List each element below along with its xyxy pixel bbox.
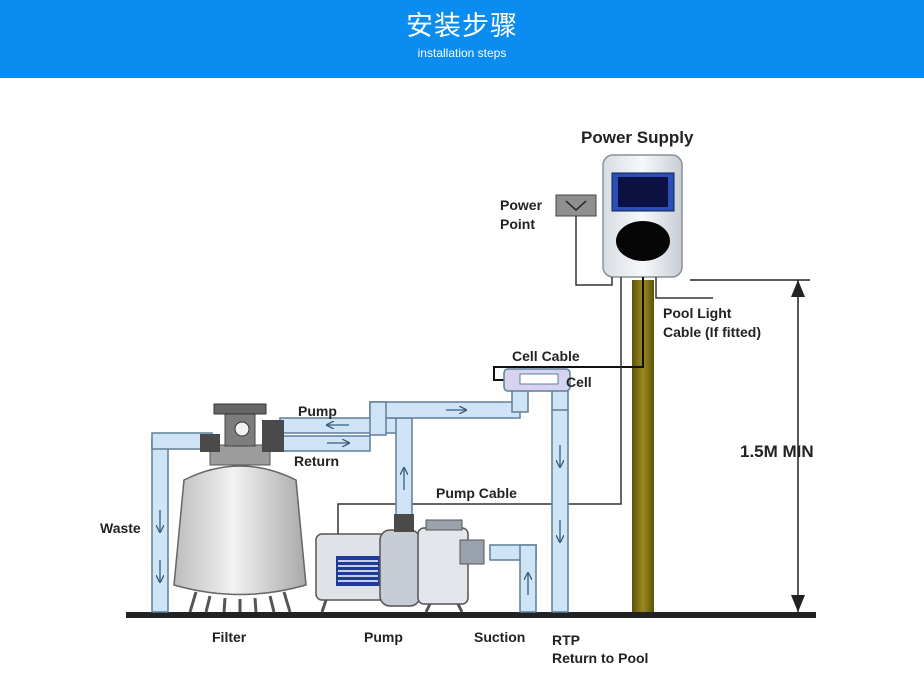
pool-pump xyxy=(315,514,485,613)
chlorinator-cell xyxy=(503,368,571,392)
power-point-label-2: Point xyxy=(500,216,535,232)
pool-light-label-1: Pool Light xyxy=(663,305,732,321)
suction-label: Suction xyxy=(474,629,525,645)
page-title: 安装步骤 xyxy=(406,11,518,42)
height-label: 1.5M MIN xyxy=(740,442,814,461)
pool-light-cable xyxy=(655,277,713,299)
pump-bottom-label: Pump xyxy=(364,629,403,645)
cell-label: Cell xyxy=(566,374,592,390)
support-pole xyxy=(632,280,654,612)
pump-cable-label: Pump Cable xyxy=(436,485,517,501)
return-to-pool-label: Return to Pool xyxy=(552,650,648,666)
pool-light-label-2: Cable (If fitted) xyxy=(663,324,761,340)
cell-cable xyxy=(493,277,644,381)
cell-cable-label: Cell Cable xyxy=(512,348,580,364)
filter-label: Filter xyxy=(212,629,247,645)
flow-arrows xyxy=(160,410,560,595)
sand-filter xyxy=(173,403,307,613)
power-point-outlet xyxy=(555,194,597,217)
power-supply-label: Power Supply xyxy=(581,128,694,147)
header-banner: 安装步骤 installation steps xyxy=(0,0,924,78)
rtp-label: RTP xyxy=(552,632,580,648)
page-subtitle: installation steps xyxy=(417,46,507,60)
power-supply-unit xyxy=(602,154,683,278)
power-point-cable xyxy=(575,216,613,286)
waste-label: Waste xyxy=(100,520,141,536)
pump-top-label: Pump xyxy=(298,403,337,419)
return-label: Return xyxy=(294,453,339,469)
ground-line xyxy=(126,612,816,618)
pump-cable xyxy=(337,277,622,540)
height-dimension xyxy=(690,279,810,612)
power-point-label-1: Power xyxy=(500,197,543,213)
